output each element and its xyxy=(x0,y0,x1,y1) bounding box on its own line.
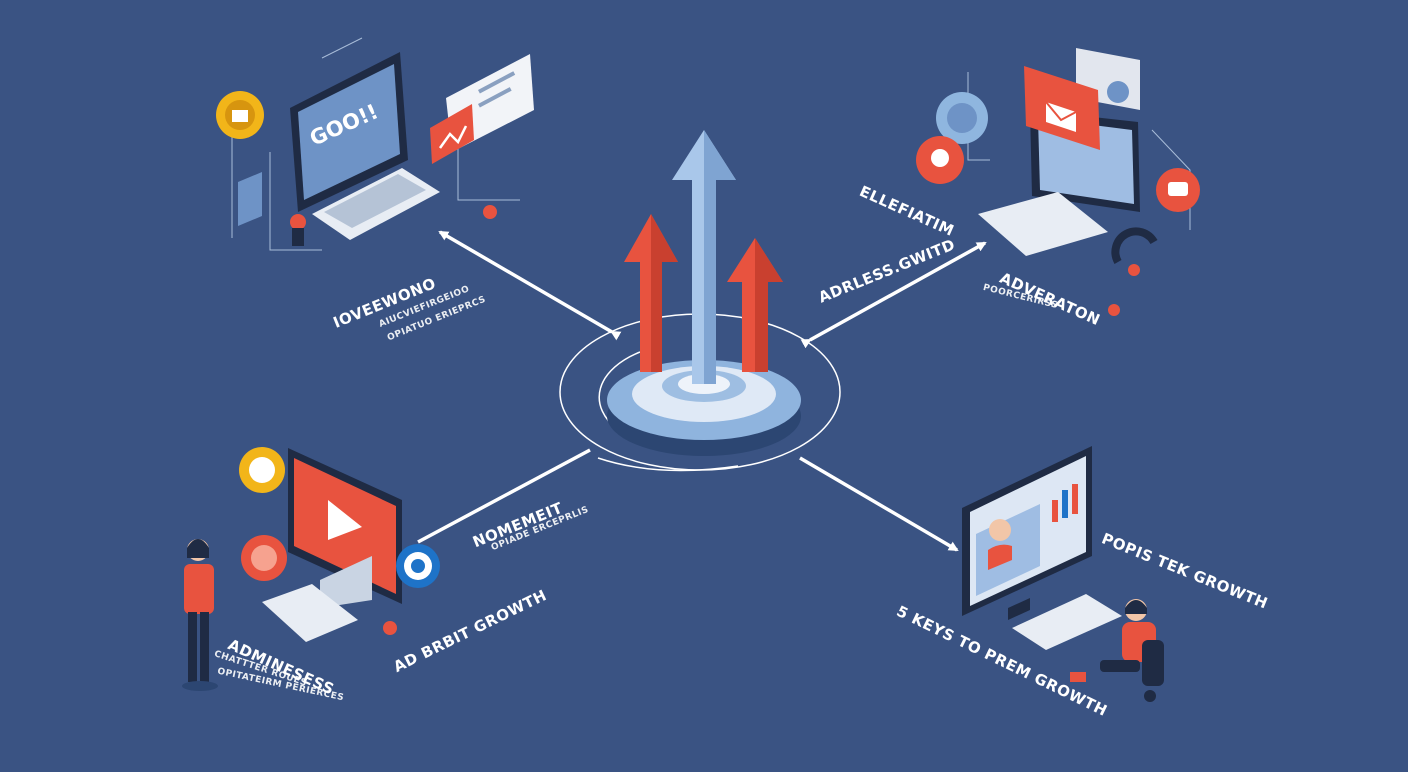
workstation-bottom-right xyxy=(962,446,1164,702)
connector-top-left xyxy=(438,230,622,341)
headphones-icon xyxy=(1111,227,1158,264)
lamp-icon xyxy=(292,228,304,246)
connector-top-right xyxy=(800,241,987,349)
phone-icon xyxy=(238,172,262,226)
standing-person-figure xyxy=(182,539,218,691)
chair xyxy=(1142,640,1164,686)
connector-bottom-left xyxy=(417,448,591,544)
workstation-bottom-left xyxy=(182,447,440,691)
monitor-screen xyxy=(298,64,400,200)
play-icon xyxy=(328,500,362,540)
seated-person-figure xyxy=(1100,599,1164,702)
growth-arrows-icon xyxy=(559,130,841,472)
avatar xyxy=(989,519,1011,541)
connector-arrows xyxy=(417,230,987,552)
bar-chart-icon xyxy=(1052,500,1058,522)
monitor-screen xyxy=(1038,118,1134,204)
chart-card-icon xyxy=(430,104,474,164)
connector-bottom-right xyxy=(799,456,959,552)
workstation-top-left: GOO!! xyxy=(216,37,534,251)
workstation-top-right xyxy=(916,48,1200,316)
